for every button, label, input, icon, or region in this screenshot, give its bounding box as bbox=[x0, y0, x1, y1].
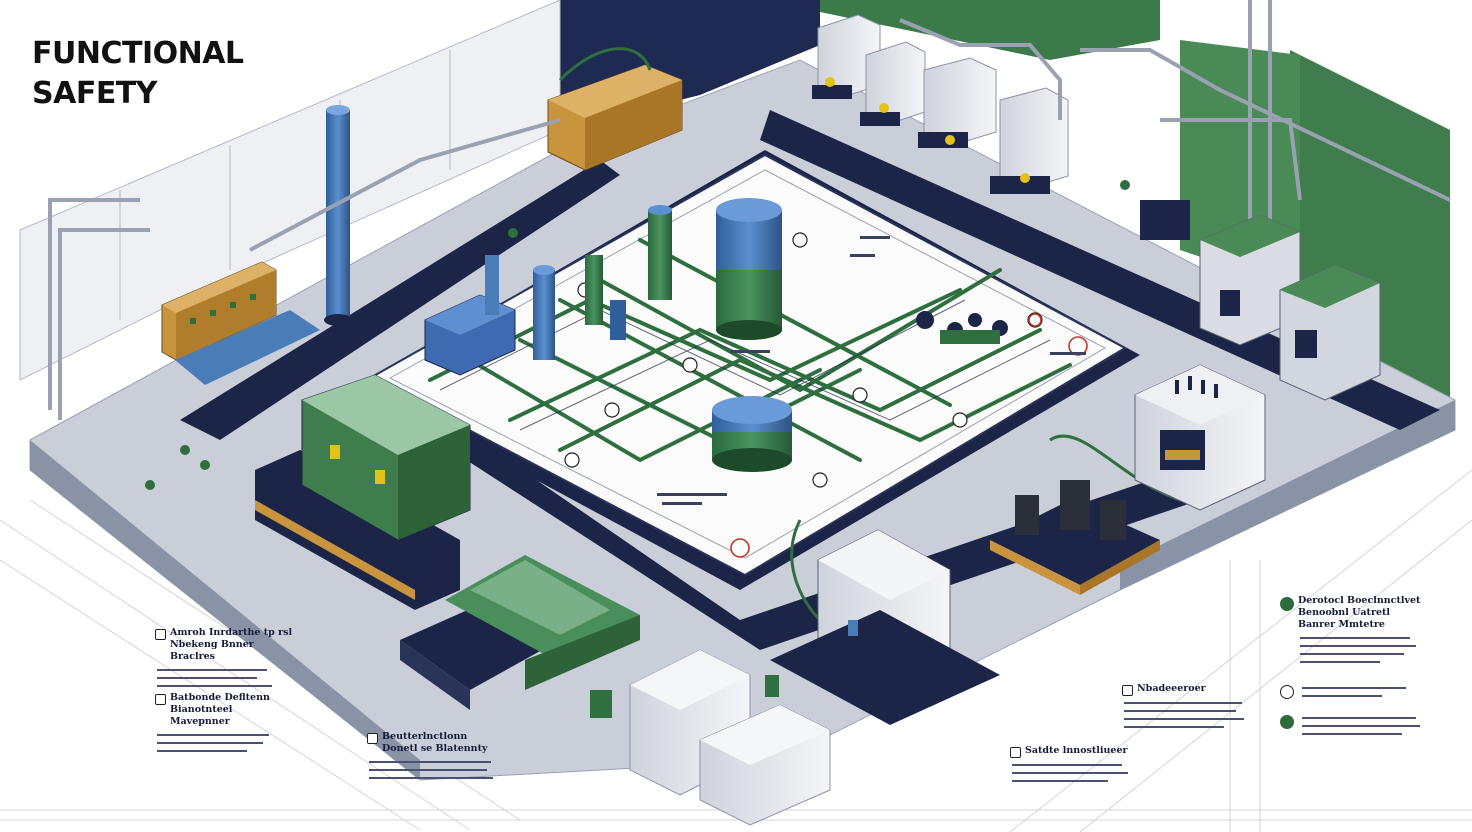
callout-title: Nbekeng Bnner Braclres bbox=[170, 639, 254, 662]
overhead-pipes bbox=[48, 0, 1451, 420]
callout-left-2: Batbonde Defltenn Bianotnteel Mavepnner bbox=[155, 692, 295, 763]
floor-front-edge-right bbox=[1120, 400, 1455, 590]
check-circle-icon bbox=[1280, 597, 1294, 611]
callout-center-left: Beutterlnctlonn Donetl se Blatennty bbox=[367, 731, 507, 790]
white-control-cube bbox=[770, 529, 1000, 725]
page-title-line-2: SAFETY bbox=[32, 76, 157, 111]
callout-right-bottom-2 bbox=[1280, 713, 1430, 743]
callout-text-lines bbox=[157, 734, 269, 752]
square-marker-icon bbox=[1010, 747, 1021, 758]
page-title: FUNCTIONAL SAFETY bbox=[32, 34, 244, 114]
callout-title: Amroh Inrdarthe tp rsl bbox=[170, 627, 293, 638]
navy-channel-right bbox=[760, 110, 1440, 430]
callout-text-lines bbox=[1012, 764, 1128, 782]
callout-center-right: Satdte lnnostliueer bbox=[1010, 745, 1150, 793]
callout-title: Batbonde Defltenn bbox=[170, 692, 270, 703]
square-marker-icon bbox=[155, 629, 166, 640]
square-marker-icon bbox=[155, 694, 166, 705]
callout-title: Benoobnl Uatretl Banrer Mmtetre bbox=[1298, 607, 1390, 630]
floor-indicators bbox=[145, 180, 1130, 490]
warning-sign-icon bbox=[730, 313, 1088, 558]
callout-text-lines bbox=[1300, 637, 1416, 663]
callout-text-lines bbox=[1302, 717, 1420, 735]
check-circle-icon bbox=[1280, 715, 1294, 729]
left-glass-wall bbox=[19, 0, 561, 381]
square-marker-icon bbox=[367, 733, 378, 744]
circle-marker-icon bbox=[1280, 685, 1294, 699]
central-reactor-vessel bbox=[716, 198, 782, 340]
callout-left-1: Amroh Inrdarthe tp rsl Nbekeng Bnner Bra… bbox=[155, 627, 295, 698]
callout-text-lines bbox=[157, 669, 272, 687]
callout-title: Bianotnteel Mavepnner bbox=[170, 704, 233, 727]
callout-text-lines bbox=[1124, 702, 1244, 728]
callout-right-bottom-1 bbox=[1280, 683, 1430, 705]
callout-right-top: Derotocl Boeclnnctlvet Benoobnl Uatretl … bbox=[1280, 595, 1430, 676]
callout-title: Donetl se Blatennty bbox=[382, 743, 488, 754]
callout-text-lines bbox=[369, 761, 493, 779]
tan-control-panel-left bbox=[161, 261, 320, 385]
right-white-machine bbox=[1134, 364, 1266, 511]
page-title-line-1: FUNCTIONAL bbox=[32, 36, 244, 71]
right-equipment-racks bbox=[1140, 200, 1381, 401]
tall-distillation-column bbox=[324, 105, 352, 326]
callout-text-lines bbox=[1302, 687, 1406, 697]
callout-right-middle: Nbadeeeroer bbox=[1122, 683, 1262, 741]
green-press-machine bbox=[400, 555, 640, 710]
valve-cluster bbox=[916, 311, 1008, 344]
callout-title: Beutterlnctlonn bbox=[382, 731, 468, 742]
lower-storage-tank bbox=[712, 396, 792, 472]
callout-title: Derotocl Boeclnnctlvet bbox=[1298, 595, 1421, 606]
tan-control-panel-top bbox=[547, 64, 683, 171]
floor-front-edge-left bbox=[30, 440, 420, 780]
blue-pump-skid bbox=[424, 255, 516, 376]
square-marker-icon bbox=[1122, 685, 1133, 696]
back-wall-green-top bbox=[820, 0, 1160, 60]
white-transformer-units bbox=[590, 649, 831, 826]
white-cabinets-back bbox=[812, 14, 1069, 194]
green-electrical-cabinet bbox=[255, 374, 471, 610]
process-columns bbox=[533, 205, 672, 360]
callout-title: Satdte lnnostliueer bbox=[1025, 745, 1128, 756]
pump-motor-base bbox=[990, 480, 1160, 595]
callout-title: Nbadeeeroer bbox=[1137, 683, 1206, 694]
